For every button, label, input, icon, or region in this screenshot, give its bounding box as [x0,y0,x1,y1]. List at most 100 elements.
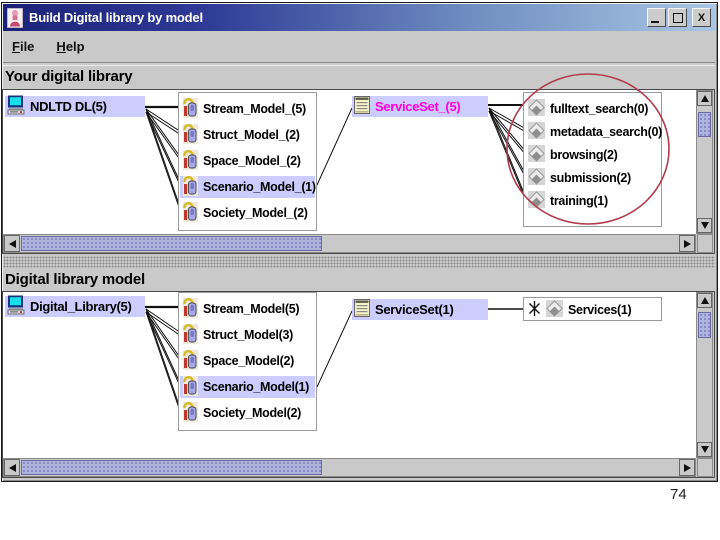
scroll-right-icon [683,463,691,472]
model-node-label: Scenario_Model_(1) [203,180,316,194]
notepad-icon [354,96,370,117]
model-node-struct[interactable]: Struct_Model_(2) [180,123,315,147]
scroll-left-button[interactable] [4,459,20,476]
scroll-down-button[interactable] [697,442,712,457]
diamond-icon [528,121,545,142]
model-node-label: Society_Model(2) [203,406,302,420]
model-node-label: Space_Model(2) [203,354,294,368]
diamond-icon [528,144,545,165]
model-node-stream[interactable]: Stream_Model_(5) [180,97,315,121]
maximize-icon [672,12,683,23]
service-node-label: Services(1) [568,302,632,317]
service-node-training[interactable]: training(1) [525,190,660,211]
model-node-stream[interactable]: Stream_Model(5) [180,297,315,321]
model-node-scenario[interactable]: Scenario_Model(1) [180,375,315,399]
notepad-icon [354,299,370,320]
service-node-submission[interactable]: submission(2) [525,167,660,188]
service-node-fulltext-search[interactable]: fulltext_search(0) [525,98,660,119]
model-node-scenario[interactable]: Scenario_Model_(1) [180,175,316,199]
model-node-society[interactable]: Society_Model_(2) [180,201,315,225]
scroll-up-button[interactable] [697,91,712,106]
service-node-label: submission(2) [550,170,631,185]
model-icon [183,349,198,373]
split-pane-divider[interactable] [3,256,715,268]
menu-separator [3,62,715,66]
model-node-label: Stream_Model(5) [203,302,300,316]
close-button[interactable]: X [692,8,711,27]
model-icon [183,201,198,225]
app-icon [7,7,23,28]
scroll-down-icon [700,446,709,453]
top-section-heading: Your digital library [5,68,133,85]
node-ndltd-dl[interactable]: NDLTD DL(5) [5,95,145,117]
model-node-label: Stream_Model_(5) [203,102,306,116]
bottom-models-box: Stream_Model(5) Struct_Model(3) Space_Mo… [178,292,317,431]
model-icon [183,149,198,173]
scroll-up-icon [700,95,709,102]
computer-icon [7,295,25,318]
model-icon [183,123,198,147]
vertical-scrollbar-thumb[interactable] [698,112,711,137]
top-vertical-scrollbar[interactable] [696,90,713,234]
bottom-services-box: Services(1) [523,297,662,321]
model-icon [183,375,198,399]
node-label: ServiceSet(1) [375,302,454,317]
bottom-panel [2,291,715,478]
horizontal-scrollbar-thumb[interactable] [21,460,322,475]
diamond-icon [528,98,545,119]
top-horizontal-scrollbar[interactable] [3,234,696,253]
model-node-label: Space_Model_(2) [203,154,301,168]
service-node-label: fulltext_search(0) [550,101,649,116]
model-icon [183,401,198,425]
scroll-right-button[interactable] [679,459,695,476]
scrollbar-corner [697,234,713,253]
model-icon [183,297,198,321]
menu-help[interactable]: Help [56,39,85,54]
service-node-label: browsing(2) [550,147,618,162]
node-serviceset-top[interactable]: ServiceSet_(5) [352,96,488,117]
menu-bar: File Help [3,31,715,62]
top-panel [2,89,715,254]
title-bar[interactable]: Build Digital library by model X [3,4,715,31]
model-node-struct[interactable]: Struct_Model(3) [180,323,315,346]
model-node-label: Society_Model_(2) [203,206,308,220]
menu-file[interactable]: File [12,39,35,54]
scroll-up-button[interactable] [697,293,712,308]
model-node-label: Scenario_Model(1) [203,380,310,394]
window-title: Build Digital library by model [29,10,203,25]
bottom-section-heading: Digital library model [5,271,145,288]
node-label: ServiceSet_(5) [375,99,461,114]
model-icon [183,175,198,199]
minimize-icon [651,21,659,23]
scroll-down-icon [700,222,709,229]
scroll-right-icon [683,239,691,248]
bottom-horizontal-scrollbar[interactable] [3,458,696,477]
horizontal-scrollbar-thumb[interactable] [21,236,322,251]
node-serviceset-bottom[interactable]: ServiceSet(1) [352,299,488,320]
scroll-left-button[interactable] [4,235,20,252]
vertical-scrollbar-thumb[interactable] [698,312,711,338]
service-node-services[interactable]: Services(1) [525,299,660,320]
service-node-metadata-search[interactable]: metadata_search(0) [525,121,662,142]
diamond-icon [528,167,545,188]
page-number: 74 [670,486,687,503]
scrollbar-corner [697,458,713,477]
model-node-label: Struct_Model_(2) [203,128,300,142]
model-node-space[interactable]: Space_Model_(2) [180,149,315,173]
scroll-up-icon [700,297,709,304]
top-services-box: fulltext_search(0) metadata_search(0) br… [523,92,662,227]
diamond-icon [528,190,545,211]
model-icon [183,97,198,121]
maximize-button[interactable] [668,8,687,27]
model-node-space[interactable]: Space_Model(2) [180,349,315,373]
scroll-left-icon [8,463,16,472]
scroll-left-icon [8,239,16,248]
node-digital-library[interactable]: Digital_Library(5) [5,295,145,318]
minimize-button[interactable] [647,8,666,27]
bottom-vertical-scrollbar[interactable] [696,292,713,458]
scroll-down-button[interactable] [697,218,712,233]
service-node-browsing[interactable]: browsing(2) [525,144,660,165]
scroll-right-button[interactable] [679,235,695,252]
asterisk-icon [528,300,541,320]
model-node-society[interactable]: Society_Model(2) [180,401,315,425]
